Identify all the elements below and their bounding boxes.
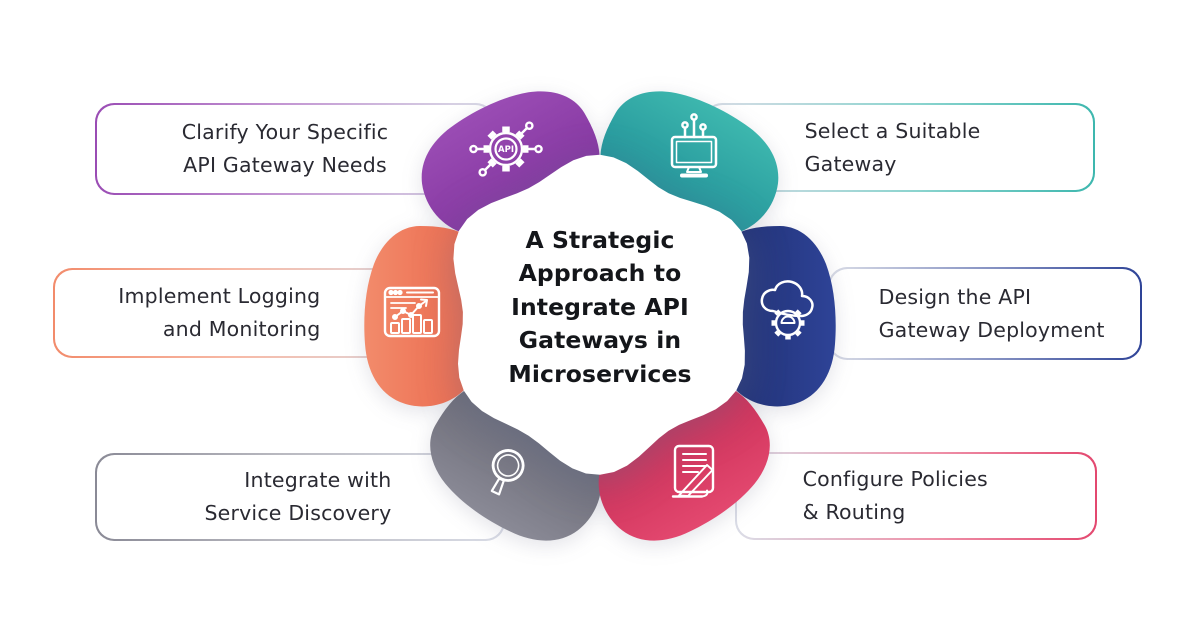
document-pen-icon <box>671 444 715 498</box>
card-design-deployment-label: Design the API Gateway Deployment <box>878 284 1105 342</box>
card-design-deployment: Design the API Gateway Deployment <box>828 267 1142 360</box>
api-icon-text: API <box>498 145 514 155</box>
card-policies-routing-label: Configure Policies & Routing <box>802 467 988 524</box>
card-policies-routing: Configure Policies & Routing <box>735 452 1097 540</box>
diagram-title: A Strategic Approach to Integrate API Ga… <box>508 226 692 388</box>
card-select-gateway-label: Select a Suitable Gateway <box>804 118 981 176</box>
magnifier-icon <box>490 449 525 496</box>
monitor-circuit-icon <box>670 113 718 178</box>
card-clarify-needs: Clarify Your Specific API Gateway Needs <box>95 103 495 195</box>
card-logging-monitoring-label: Implement Logging and Monitoring <box>118 284 321 341</box>
card-clarify-needs-label: Clarify Your Specific API Gateway Needs <box>181 120 389 177</box>
cloud-gear-icon <box>760 280 814 340</box>
analytics-window-icon <box>383 286 441 338</box>
api-gear-icon: API <box>469 121 543 177</box>
center-circle <box>453 154 750 475</box>
card-service-discovery-label: Integrate with Service Discovery <box>204 468 392 525</box>
